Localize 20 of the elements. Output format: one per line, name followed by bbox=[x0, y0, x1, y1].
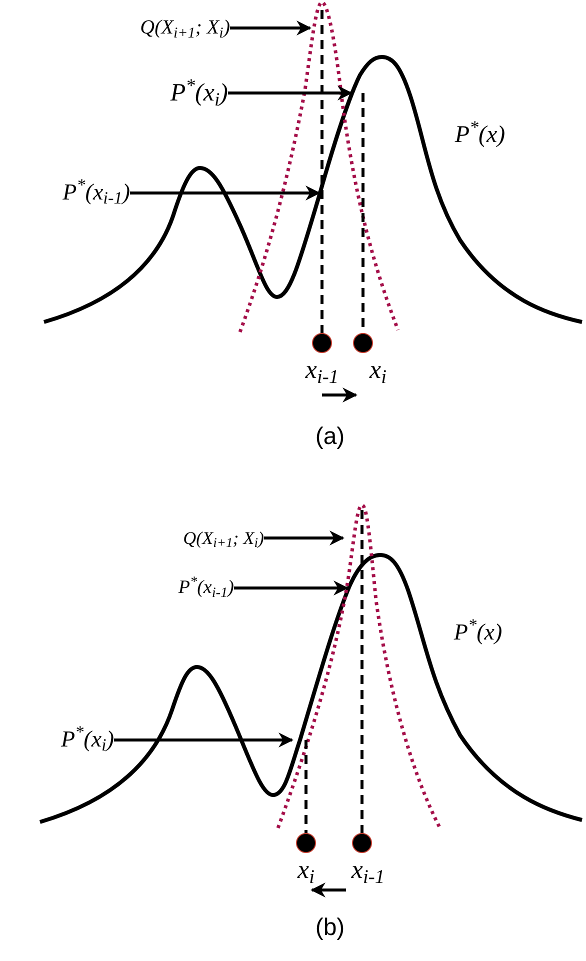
variable-label: x$_{i-1}$ bbox=[351, 857, 385, 883]
leader-arrow bbox=[228, 86, 352, 100]
math-label: Q(X$_{i+1}$; X$_{i}$) bbox=[183, 526, 264, 550]
panel-caption: (b) bbox=[315, 916, 345, 940]
variable-label: x$_{i}$ bbox=[298, 857, 314, 883]
leader-arrow bbox=[234, 580, 348, 596]
curve-label: P$^{*}$(x) bbox=[454, 620, 502, 644]
curve-label: P$^{*}$(x) bbox=[454, 123, 506, 147]
leader-arrow bbox=[264, 530, 344, 546]
variable-label: x$_{i-1}$ bbox=[305, 357, 339, 383]
math-label: P$^{*}$(x$_{i-1}$) bbox=[62, 178, 130, 208]
math-label: P$^{*}$(x$_{i}$) bbox=[170, 77, 228, 109]
math-label: P$^{*}$(x$_{i-1}$) bbox=[178, 576, 234, 600]
leader-arrow bbox=[130, 186, 320, 200]
leader-arrow bbox=[230, 20, 312, 36]
math-label: P$^{*}$(x$_{i}$) bbox=[60, 726, 114, 754]
leader-arrow bbox=[114, 732, 294, 748]
variable-label: x$_{i}$ bbox=[370, 357, 386, 383]
math-label: Q(X$_{i+1}$; X$_{i}$) bbox=[140, 16, 230, 40]
panel-caption: (a) bbox=[315, 425, 345, 449]
